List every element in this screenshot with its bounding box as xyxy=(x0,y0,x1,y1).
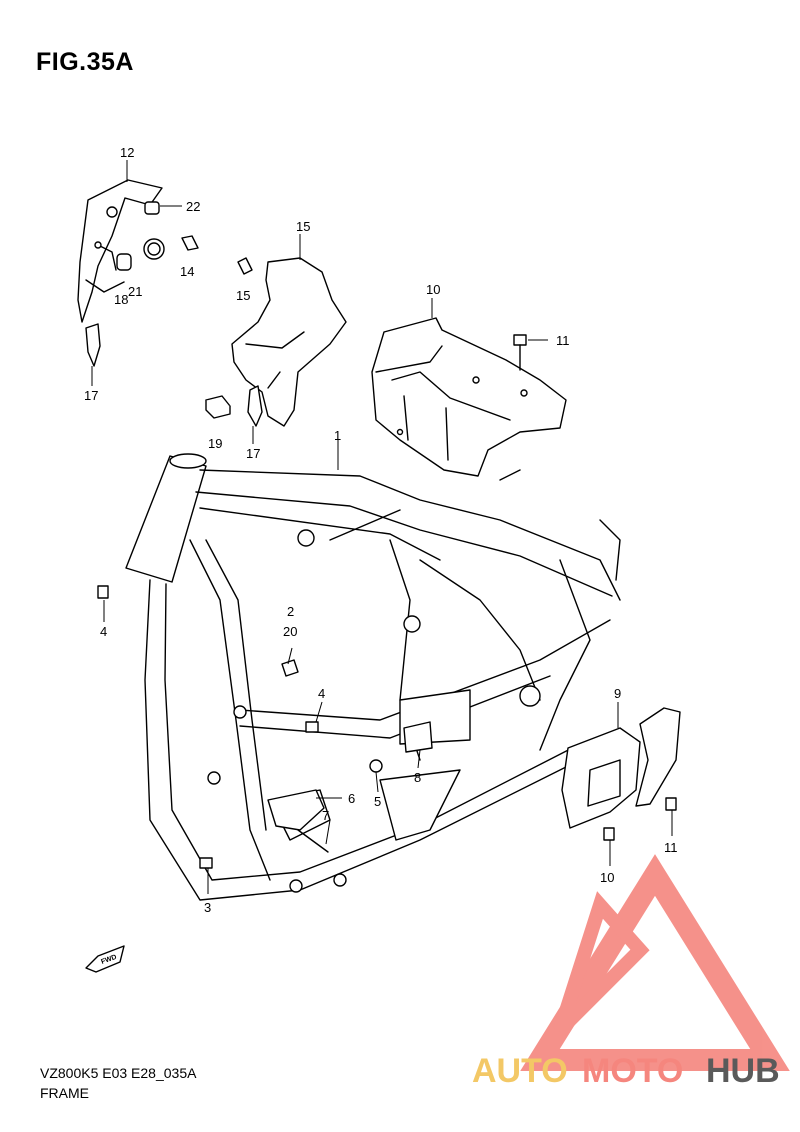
callout-3: 3 xyxy=(204,900,211,915)
callout-labels: 12 22 14 15 18 21 17 15 10 11 19 17 1 2 … xyxy=(84,145,678,915)
watermark-moto: MOTO xyxy=(582,1052,683,1090)
small-fasteners-top-left xyxy=(116,201,253,275)
callout-2: 2 xyxy=(287,604,294,619)
part-14-side-cover xyxy=(77,179,163,367)
callout-13: 11 xyxy=(556,333,570,348)
figure-title: FIG.35A xyxy=(36,48,134,76)
part-1-main-frame xyxy=(125,453,621,901)
callout-8: 8 xyxy=(414,770,421,785)
callout-17b: 17 xyxy=(246,446,260,461)
callout-6: 6 xyxy=(348,791,355,806)
callout-14: 12 xyxy=(120,145,134,160)
callout-22: 22 xyxy=(186,199,200,214)
callout-4a: 4 xyxy=(100,624,107,639)
watermark-auto: AUTO xyxy=(472,1052,568,1090)
leader-lines xyxy=(91,160,673,894)
drawing-code: VZ800K5 E03 E28_035A xyxy=(40,1065,197,1081)
fwd-direction-badge: FWD xyxy=(85,945,125,973)
part-17-19-pads xyxy=(205,385,263,427)
watermark-hub: HUB xyxy=(706,1052,780,1090)
callout-20: 20 xyxy=(283,624,297,639)
callout-11: 11 xyxy=(664,840,678,855)
callout-7: 7 xyxy=(322,808,329,823)
callout-16: 15 xyxy=(296,219,310,234)
callout-12: 10 xyxy=(426,282,440,297)
callout-21: 21 xyxy=(128,284,142,299)
part-9-bracket xyxy=(561,707,681,841)
watermark-wordmark: AUTO MOTO HUB xyxy=(472,1052,780,1090)
small-parts-lower xyxy=(97,585,433,869)
callout-10-label: 10 xyxy=(600,870,614,885)
callout-17a: 17 xyxy=(84,388,98,403)
watermark-logo xyxy=(520,854,790,1071)
drawing-name: FRAME xyxy=(40,1085,89,1101)
callout-15a: 14 xyxy=(180,264,194,279)
callout-18: 18 xyxy=(114,292,128,307)
part-16-frame-cover xyxy=(231,257,347,427)
callout-15b: 15 xyxy=(236,288,250,303)
callout-19: 19 xyxy=(208,436,222,451)
part-13-bolt xyxy=(513,334,527,371)
callout-9: 9 xyxy=(614,686,621,701)
callout-1: 1 xyxy=(334,428,341,443)
callout-5: 5 xyxy=(374,794,381,809)
callout-4b: 4 xyxy=(318,686,325,701)
part-12-battery-holder xyxy=(371,317,567,477)
